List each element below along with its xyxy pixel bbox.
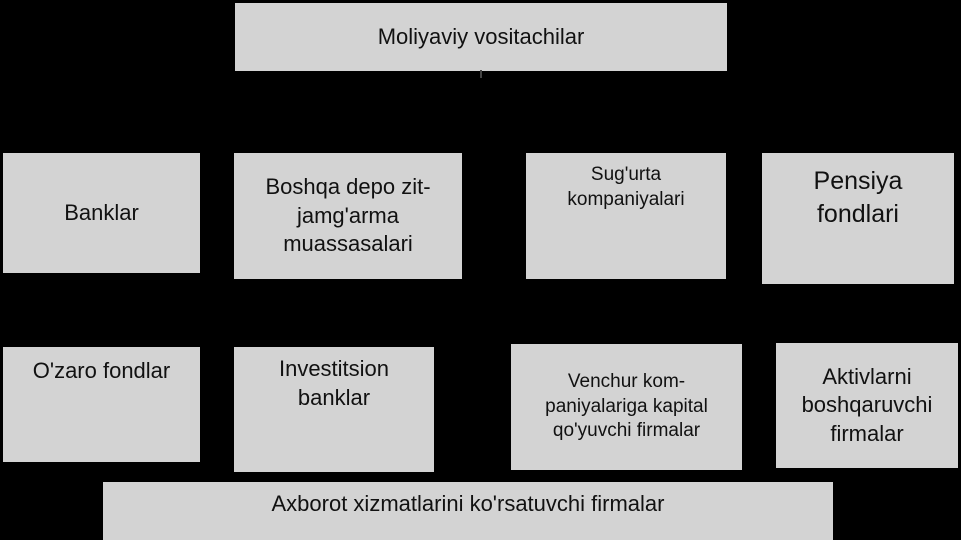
node-investitsion-banklar: Investitsion banklar [234,347,434,472]
node-aktivlarni-boshqaruvchi: Aktivlarni boshqaruvchi firmalar [776,343,958,468]
node-pensiya: Pensiya fondlari [762,153,954,284]
node-boshqa-depozit: Boshqa depo zit- jamg'arma muassasalari [234,153,462,279]
node-sugurta: Sug'urta kompaniyalari [526,153,726,279]
node-banklar: Banklar [3,153,200,273]
node-axborot-xizmatlari: Axborot xizmatlarini ko'rsatuvchi firmal… [103,482,833,540]
root-node-box: Moliyaviy vositachilar [235,3,727,71]
node-ozaro-fondlar: O'zaro fondlar [3,347,200,462]
node-venchur: Venchur kom- paniyalariga kapital qo'yuv… [511,344,742,470]
connector-line [480,70,482,78]
